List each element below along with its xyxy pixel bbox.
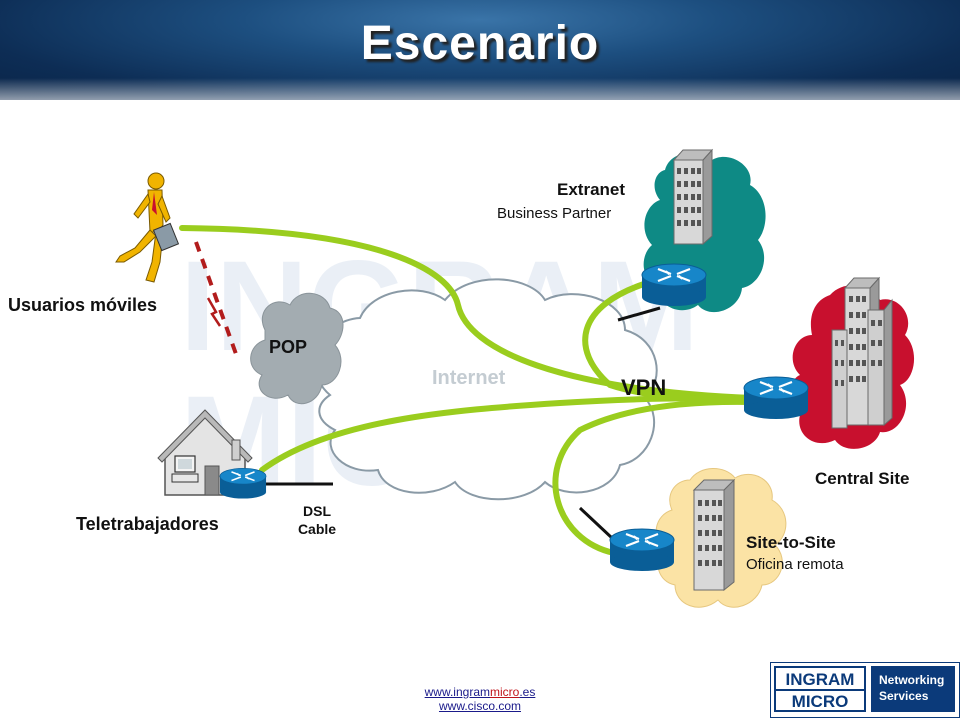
logo-service-1: Networking [879, 673, 945, 687]
vpn-tunnels [179, 225, 755, 556]
teleworker-router-icon [219, 467, 267, 500]
url1-part1: www.ingram [424, 685, 490, 699]
mobile-users-label: Usuarios móviles [8, 295, 158, 315]
remote-office-router-icon [608, 527, 676, 573]
logo-word-1: INGRAM [785, 670, 855, 689]
ingram-url-link[interactable]: www.ingrammicro.es [380, 685, 580, 699]
header-fade [0, 78, 960, 100]
dsl-label: DSL [303, 503, 331, 519]
lightning-icon [206, 297, 222, 327]
tunnel-extranet [582, 279, 755, 403]
site-to-site-sub-label: Oficina remota [746, 556, 844, 573]
site-to-site-label: Site-to-Site [746, 533, 836, 552]
central-site-router-icon [742, 375, 810, 421]
logo-service-2: Services [879, 689, 929, 703]
extranet-sub-label: Business Partner [497, 205, 612, 222]
pop-label: POP [269, 337, 308, 357]
url2: www.cisco.com [438, 699, 521, 713]
mobile-user-icon [115, 172, 180, 283]
url1-part3: .es [519, 685, 536, 699]
header-banner: Escenario [0, 0, 960, 100]
cisco-url-link[interactable]: www.cisco.com [380, 699, 580, 713]
url1-part2: micro [490, 685, 520, 699]
page-title: Escenario [360, 17, 600, 70]
internet-cloud [314, 278, 658, 501]
central-site-building-icon [831, 276, 893, 429]
extranet-building-icon [672, 148, 714, 246]
vpn-label: VPN [621, 375, 667, 400]
footer-links: www.ingrammicro.es www.cisco.com [380, 685, 580, 713]
cable-label: Cable [297, 521, 337, 537]
internet-label: Internet [432, 367, 506, 389]
dialup-dashed-line [194, 241, 238, 355]
tunnel-remote [552, 398, 755, 556]
ingram-micro-logo: INGRAM MICRO Networking Services [770, 662, 960, 718]
central-site-label: Central Site [815, 469, 910, 488]
access-links [255, 306, 661, 540]
pop-cloud [250, 292, 344, 405]
teleworkers-label: Teletrabajadores [76, 514, 219, 534]
logo-word-2: MICRO [776, 689, 864, 712]
remote-office-building-icon [692, 478, 736, 592]
extranet-router-icon [640, 262, 708, 308]
extranet-label: Extranet [557, 180, 626, 199]
logo-wordmark: INGRAM MICRO [774, 666, 866, 712]
logo-services-box: Networking Services [871, 666, 955, 712]
